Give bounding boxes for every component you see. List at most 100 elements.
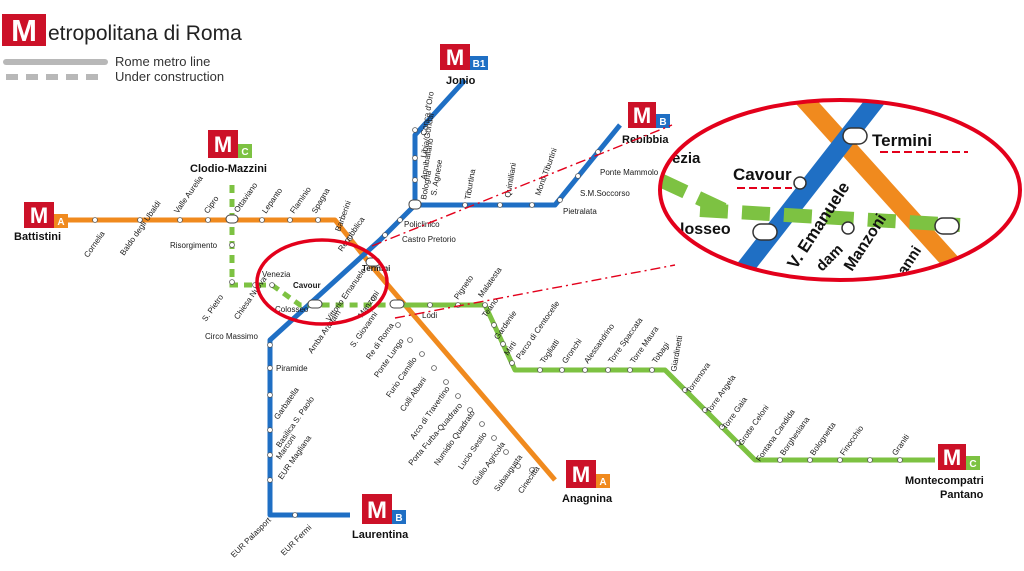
station-dot[interactable] [412, 177, 418, 183]
station-label[interactable]: Malatesta [476, 265, 504, 299]
station-label[interactable]: Policlinico [404, 220, 440, 229]
station-dot[interactable] [407, 337, 413, 343]
station-dot[interactable] [682, 387, 688, 393]
station-label[interactable]: EUR Fermi [279, 523, 313, 557]
station-label[interactable]: Baldo degli Ubaldi [118, 199, 162, 257]
station-dot[interactable] [582, 367, 588, 373]
station-label[interactable]: Cinecittà [516, 464, 542, 495]
station-dot[interactable] [455, 393, 461, 399]
interchange-bologna[interactable] [408, 199, 422, 210]
station-label[interactable]: Piramide [276, 364, 308, 373]
station-label[interactable]: EUR Palasport [229, 515, 273, 559]
badge-rebibbia[interactable]: M B Rebibbia [622, 102, 670, 146]
station-dot[interactable] [462, 202, 468, 208]
station-label[interactable]: Valle Aurelia [172, 174, 205, 216]
station-dot[interactable] [229, 242, 235, 248]
station-dot[interactable] [537, 367, 543, 373]
station-dot[interactable] [229, 279, 235, 285]
station-dot[interactable] [777, 457, 783, 463]
station-dot[interactable] [92, 217, 98, 223]
station-dot[interactable] [205, 217, 211, 223]
station-label[interactable]: Pietralata [563, 207, 597, 216]
station-label[interactable]: Termini [362, 264, 390, 273]
badge-clodio-mazzini[interactable]: M C Clodio-Mazzini [190, 130, 267, 175]
station-label[interactable]: Cavour [293, 281, 321, 290]
station-label[interactable]: Torrenova [684, 360, 712, 395]
badge-laurentina[interactable]: M B Laurentina [352, 494, 409, 541]
station-dot[interactable] [412, 155, 418, 161]
station-dot[interactable] [382, 232, 388, 238]
station-dot[interactable] [702, 407, 708, 413]
station-dot[interactable] [735, 440, 741, 446]
station-dot[interactable] [443, 379, 449, 385]
station-label[interactable]: Tiburtina [463, 168, 477, 200]
station-label[interactable]: S.M.Soccorso [580, 189, 630, 198]
interchange-ottaviano[interactable] [225, 214, 239, 224]
station-dot[interactable] [292, 512, 298, 518]
station-label[interactable]: Giardinetti [669, 335, 684, 373]
station-dot[interactable] [269, 282, 275, 288]
station-dot[interactable] [395, 322, 401, 328]
station-label[interactable]: Bolognetta [808, 420, 838, 457]
station-label[interactable]: Gronchi [560, 337, 584, 365]
station-label[interactable]: Colosseo [275, 305, 309, 314]
station-label[interactable]: Spagna [310, 186, 332, 215]
station-dot[interactable] [837, 457, 843, 463]
station-label[interactable]: Pigneto [452, 273, 475, 301]
station-label[interactable]: Ponte Mammolo [600, 168, 659, 177]
station-dot[interactable] [267, 342, 273, 348]
station-dot[interactable] [500, 341, 506, 347]
badge-anagnina[interactable]: M A Anagnina [562, 460, 613, 505]
station-label[interactable]: Circo Massimo [205, 332, 258, 341]
station-dot[interactable] [287, 217, 293, 223]
station-dot[interactable] [491, 322, 497, 328]
station-dot[interactable] [515, 463, 521, 469]
station-dot[interactable] [719, 424, 725, 430]
station-label[interactable]: Monti Tiburtini [533, 147, 559, 197]
station-label[interactable]: Torre Gaia [720, 395, 749, 431]
badge-battistini[interactable]: M A Battistini [14, 202, 68, 243]
badge-jonio[interactable]: M B1 Jonio [440, 44, 488, 87]
station-dot[interactable] [315, 217, 321, 223]
station-dot[interactable] [649, 367, 655, 373]
station-dot[interactable] [371, 295, 377, 301]
station-dot[interactable] [267, 365, 273, 371]
station-dot[interactable] [807, 457, 813, 463]
station-dot[interactable] [559, 367, 565, 373]
station-dot[interactable] [397, 217, 403, 223]
station-label[interactable]: Cipro [202, 194, 221, 215]
station-dot[interactable] [557, 197, 563, 203]
station-label[interactable]: S. Pietro [200, 292, 225, 323]
station-dot[interactable] [491, 435, 497, 441]
station-label[interactable]: Amba Aradam [306, 308, 343, 355]
station-label[interactable]: S. Agnese [429, 158, 444, 196]
station-dot[interactable] [529, 467, 535, 473]
station-label[interactable]: Risorgimento [170, 241, 218, 250]
station-dot[interactable] [177, 217, 183, 223]
station-label[interactable]: Castro Pretorio [402, 235, 456, 244]
station-dot[interactable] [412, 127, 418, 133]
station-dot[interactable] [267, 477, 273, 483]
station-dot[interactable] [137, 217, 143, 223]
station-dot[interactable] [347, 235, 353, 241]
interchange-colosseo[interactable] [307, 299, 323, 309]
station-label[interactable]: Lodi [422, 311, 437, 320]
station-label[interactable]: Venezia [262, 270, 291, 279]
station-dot[interactable] [467, 407, 473, 413]
station-dot[interactable] [575, 173, 581, 179]
station-label[interactable]: Cornelia [82, 229, 107, 259]
interchange-s-giovanni[interactable] [389, 299, 405, 309]
station-dot[interactable] [267, 452, 273, 458]
station-dot[interactable] [482, 302, 488, 308]
station-label[interactable]: Ottaviano [232, 180, 259, 214]
station-dot[interactable] [427, 302, 433, 308]
station-dot[interactable] [503, 449, 509, 455]
station-label[interactable]: Tobagi [650, 340, 671, 365]
station-dot[interactable] [605, 367, 611, 373]
station-label[interactable]: Togliatti [538, 338, 561, 366]
station-dot[interactable] [627, 367, 633, 373]
station-dot[interactable] [267, 427, 273, 433]
station-label[interactable]: Graniti [890, 433, 911, 458]
station-label[interactable]: Lepanto [260, 186, 284, 215]
badge-montecompatri[interactable]: M C Montecompatri Pantano [905, 444, 984, 501]
